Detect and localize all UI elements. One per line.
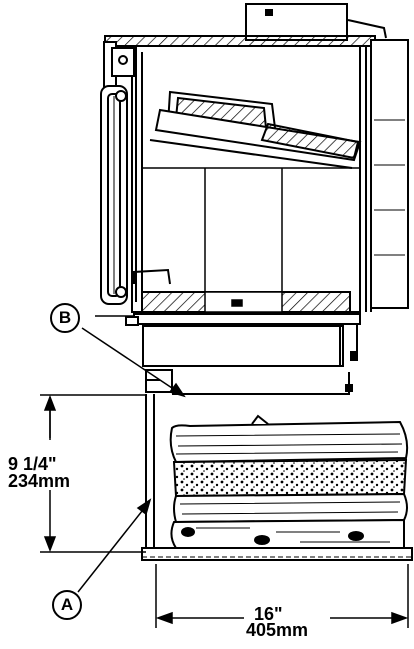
depth-dimension-inches: 16" (254, 604, 283, 624)
depth-dimension-mm: 405mm (246, 620, 309, 640)
callout-b: B (50, 303, 80, 333)
firebox-interior (133, 167, 360, 313)
ash-drawer (95, 313, 361, 395)
depth-dimension (155, 564, 409, 628)
log-storage (169, 414, 409, 549)
height-dimension-inches: 9 1/4" (8, 454, 57, 474)
leader-lines (77, 327, 186, 593)
height-dimension-mm: 234mm (8, 471, 71, 491)
stove-body (104, 19, 409, 313)
height-dimension (40, 394, 146, 553)
door-assembly (100, 41, 143, 305)
baffle (149, 90, 362, 169)
callout-a: A (52, 590, 82, 620)
flue-collar (245, 3, 348, 41)
